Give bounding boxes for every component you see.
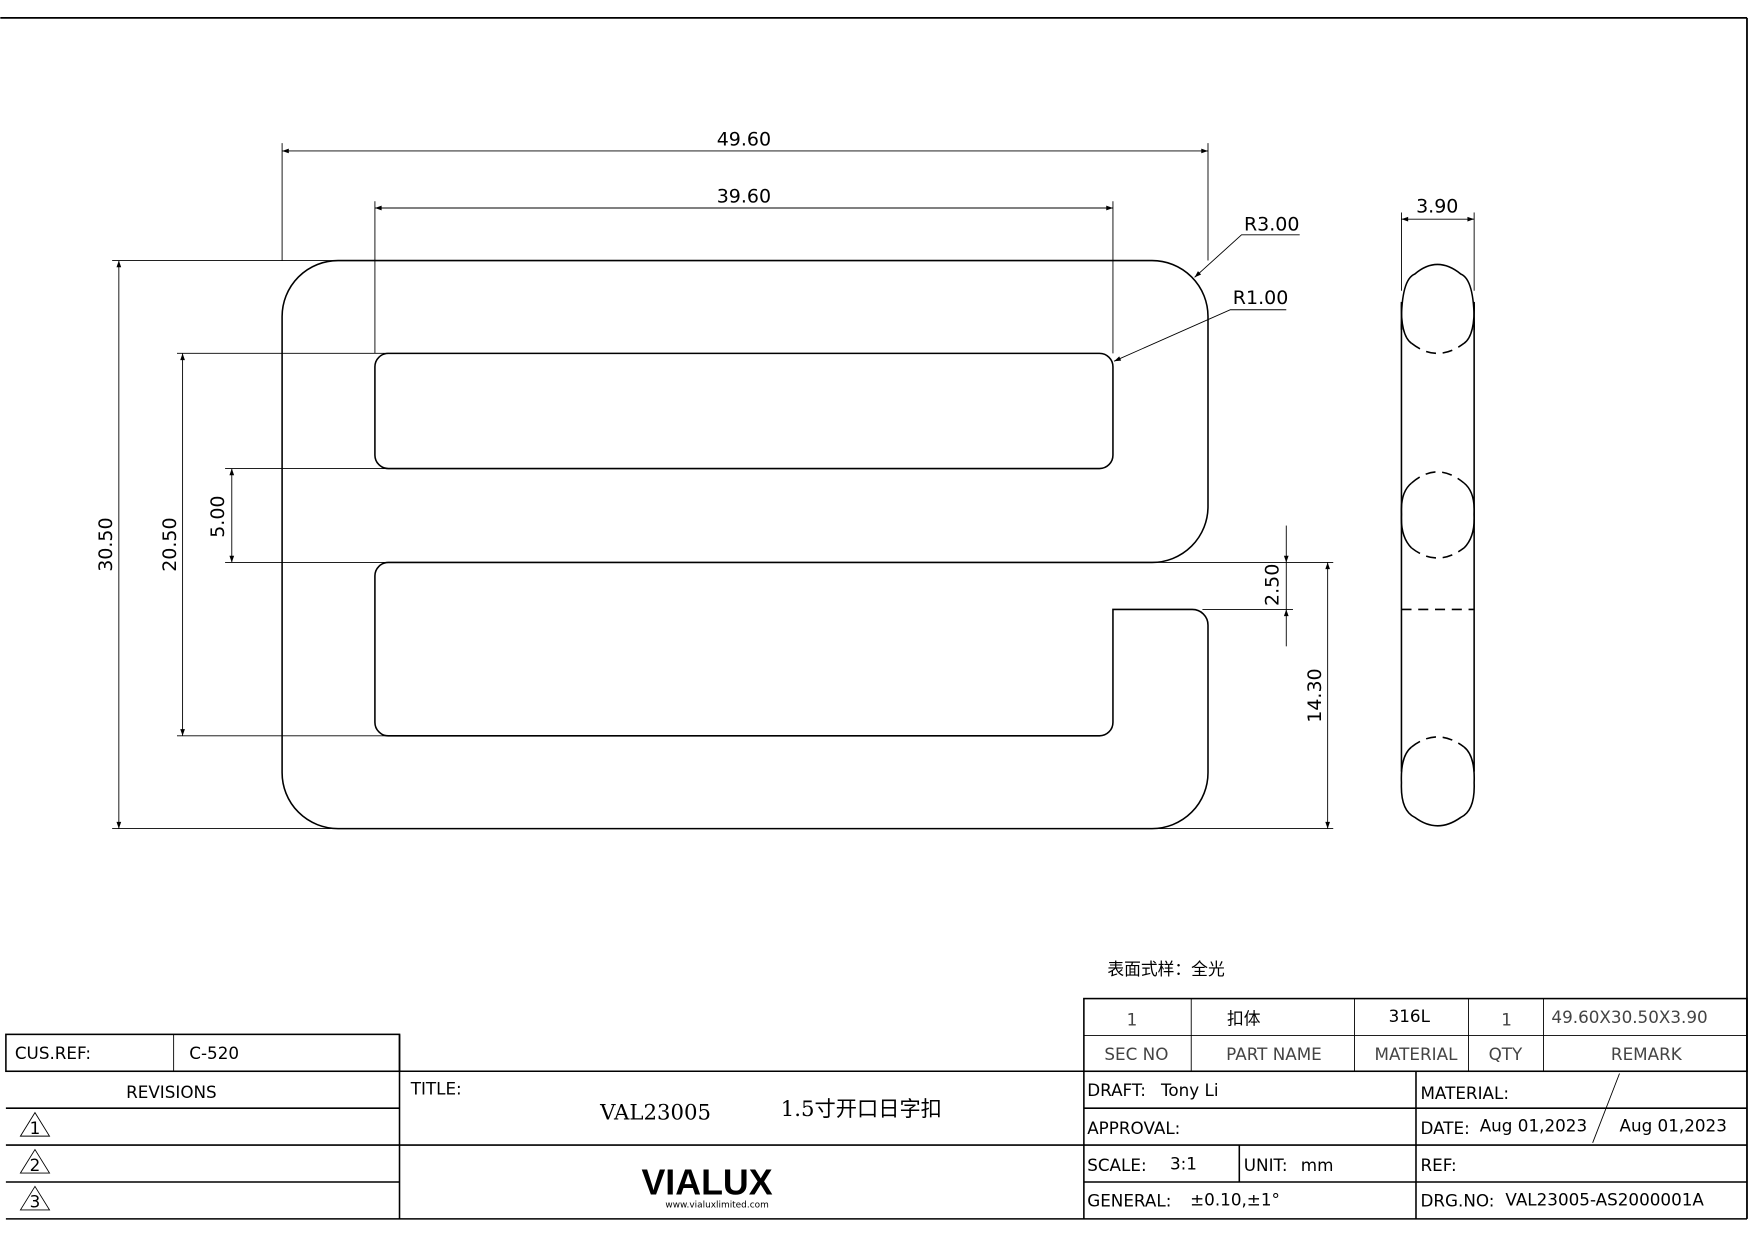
parts-part-name: 扣体: [1227, 1008, 1261, 1028]
header-sec-no: SEC NO: [1104, 1044, 1168, 1064]
date-value-approved: Aug 01,2023: [1620, 1116, 1727, 1136]
unit-label: UNIT:: [1244, 1155, 1288, 1175]
date-label: DATE:: [1420, 1118, 1469, 1138]
dim-inner-radius: R1.00: [1233, 287, 1289, 309]
title-code: VAL23005: [599, 1100, 711, 1125]
sheet-border: [0, 16, 1748, 1219]
dim-overall-width: 49.60: [717, 128, 771, 150]
dim-inner-width: 39.60: [717, 185, 771, 207]
dim-inner-height: 20.50: [159, 517, 181, 571]
revisions-label: REVISIONS: [126, 1082, 217, 1102]
parts-remark: 49.60X30.50X3.90: [1551, 1007, 1707, 1027]
title-block: TITLE: VAL23005 1.5寸开口日字扣 VIALUX www.via…: [410, 1079, 942, 1211]
draft-label: DRAFT:: [1087, 1080, 1146, 1100]
dim-outer-radius: R3.00: [1244, 213, 1300, 235]
header-remark: REMARK: [1611, 1044, 1683, 1064]
drg-no-value: VAL23005-AS2000001A: [1505, 1189, 1704, 1209]
general-label: GENERAL:: [1087, 1191, 1171, 1211]
draft-value: Tony Li: [1160, 1080, 1219, 1100]
info-block: DRAFT: Tony Li APPROVAL: SCALE: 3:1 UNIT…: [1083, 1071, 1747, 1219]
parts-sec-no: 1: [1127, 1009, 1138, 1029]
unit-value: mm: [1301, 1155, 1334, 1175]
material-label: MATERIAL:: [1420, 1083, 1509, 1103]
revision-block: CUS.REF: C-520 REVISIONS 1 2 3: [5, 1033, 1747, 1220]
svg-text:2: 2: [30, 1155, 41, 1175]
dim-bar-width: 5.00: [207, 495, 229, 537]
general-value: ±0.10,±1°: [1190, 1189, 1280, 1209]
header-qty: QTY: [1489, 1044, 1523, 1064]
scale-label: SCALE:: [1087, 1155, 1146, 1175]
vialux-logo: VIALUX: [641, 1162, 772, 1202]
header-material: MATERIAL: [1375, 1044, 1459, 1064]
side-view: [1400, 263, 1476, 827]
svg-text:3: 3: [30, 1192, 41, 1212]
date-value-drafted: Aug 01,2023: [1480, 1116, 1587, 1136]
approval-label: APPROVAL:: [1087, 1118, 1180, 1138]
parts-qty: 1: [1501, 1009, 1512, 1029]
dim-overall-height: 30.50: [95, 517, 117, 571]
front-view: [281, 259, 1209, 830]
upper-slot: [374, 352, 1114, 470]
ref-label: REF:: [1420, 1155, 1456, 1175]
dim-lower-height: 14.30: [1304, 668, 1326, 722]
title-label: TITLE:: [410, 1079, 462, 1099]
company-url: www.vialuxlimited.com: [665, 1201, 768, 1211]
svg-text:1: 1: [30, 1118, 41, 1138]
header-part-name: PART NAME: [1226, 1044, 1322, 1064]
surface-finish-note: 表面式样：全光: [1107, 959, 1225, 979]
parts-material: 316L: [1389, 1006, 1431, 1026]
parts-table: 1 扣体 316L 1 49.60X30.50X3.90 SEC NO PART…: [1083, 997, 1748, 1073]
revision-2: 2: [19, 1148, 51, 1175]
dim-gap-opening: 2.50: [1261, 564, 1283, 606]
cus-ref-value: C-520: [189, 1043, 239, 1063]
part-outline: [281, 259, 1209, 830]
cus-ref-label: CUS.REF:: [15, 1043, 91, 1063]
title-name: 1.5寸开口日字扣: [781, 1097, 942, 1122]
dimensions: 49.60 39.60 R3.00 R1.00 30.50 20.50 5.00…: [95, 128, 1475, 830]
revision-1: 1: [19, 1111, 51, 1138]
drg-no-label: DRG.NO:: [1420, 1191, 1494, 1211]
revision-3: 3: [19, 1185, 51, 1212]
dim-thickness: 3.90: [1416, 195, 1458, 217]
scale-value: 3:1: [1170, 1154, 1197, 1174]
